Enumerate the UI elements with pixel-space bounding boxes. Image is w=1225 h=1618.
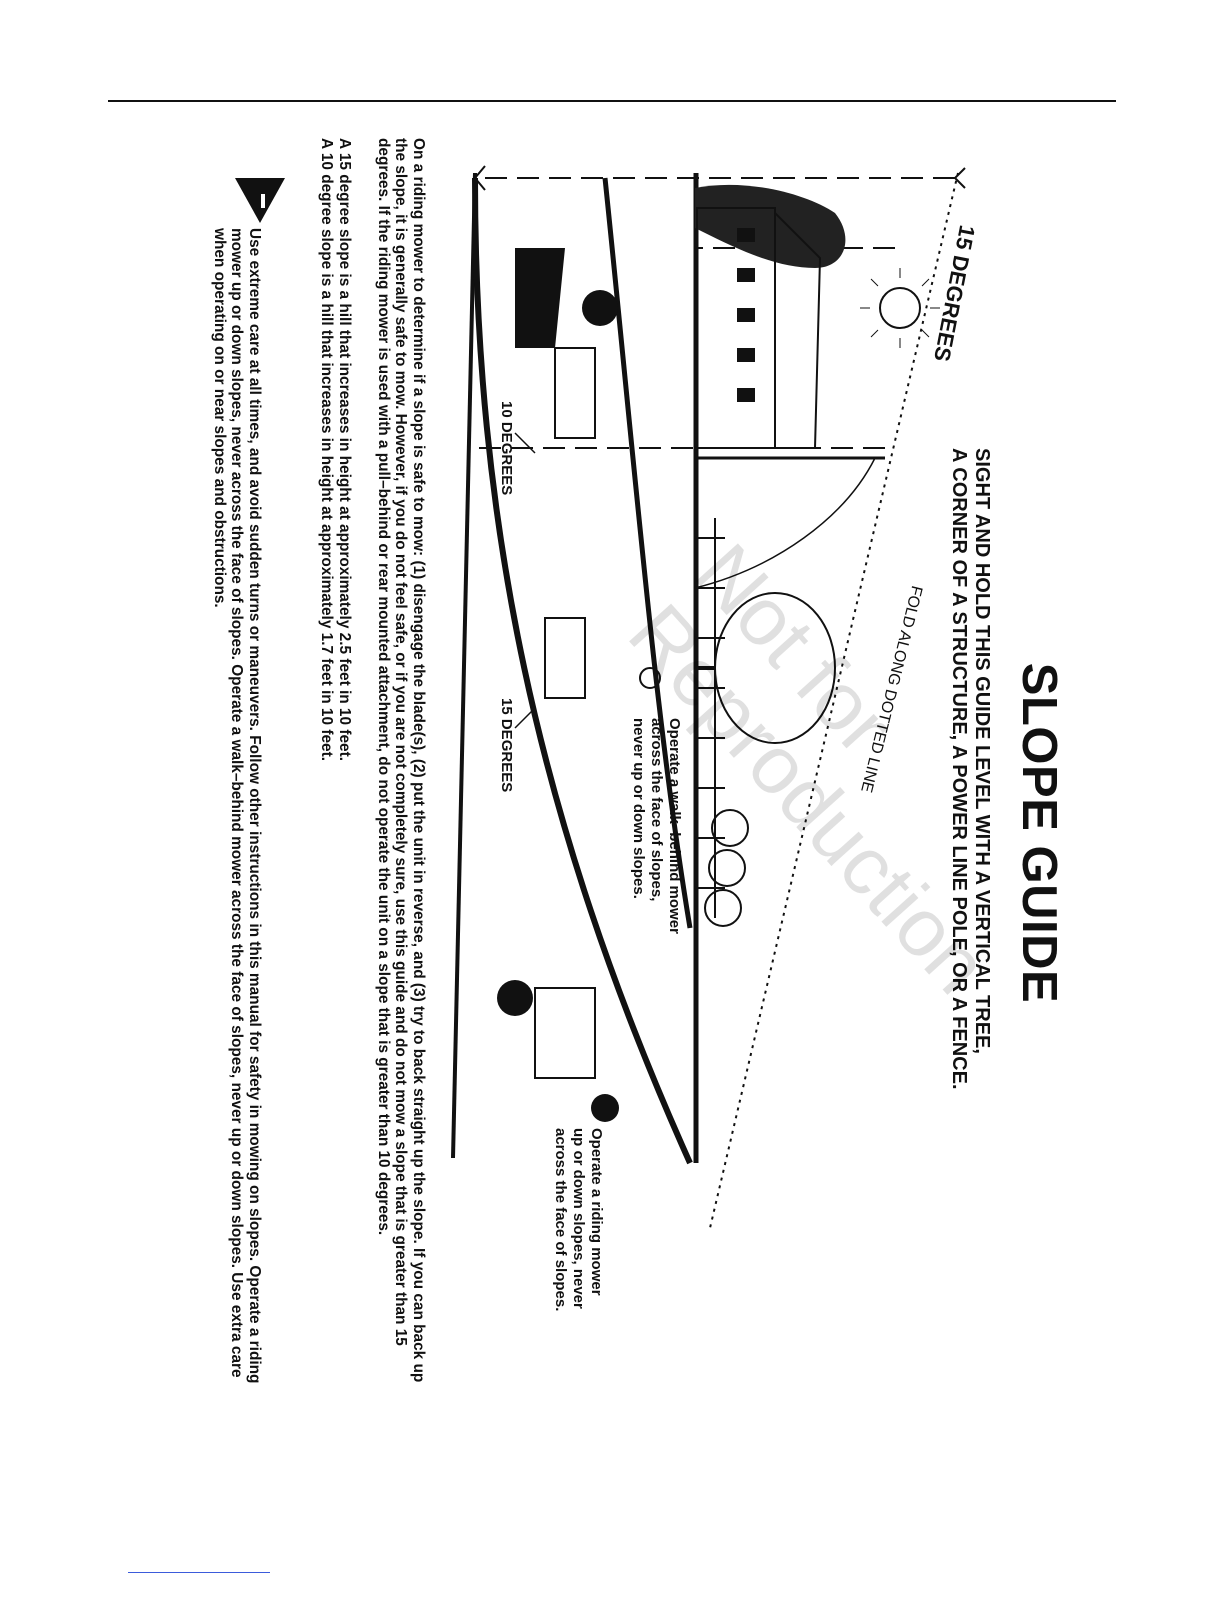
slope-15-definition: A 15 degree slope is a hill that increas… [336, 138, 353, 761]
ride-note-line-3: across the face of slopes. [552, 1128, 569, 1312]
warning-mark [261, 194, 265, 208]
arrow-top [953, 167, 966, 189]
arrow-10 [514, 432, 536, 454]
walk-note-line-1: Operate a walk–behind mower [666, 718, 683, 934]
slope-illustration [235, 165, 966, 1229]
riding-wheel [497, 980, 533, 1016]
arrow-15 [514, 707, 536, 729]
bush-3 [704, 889, 742, 927]
arrow-bottom [473, 165, 486, 191]
top-rule [108, 100, 1116, 102]
degrees-10-label: 10 DEGREES [498, 401, 515, 496]
degrees-15-label: 15 DEGREES [498, 698, 515, 793]
left-tree [695, 184, 846, 268]
ride-note-line-2: up or down slopes, never [570, 1128, 587, 1309]
sun-icon [879, 287, 921, 329]
house-roof [774, 212, 822, 449]
walk-note-line-2: across the face of slopes, [648, 718, 665, 902]
warning-triangle-icon [235, 178, 285, 223]
bush-1 [711, 809, 749, 847]
bush-2 [708, 849, 746, 887]
person-legs [515, 248, 565, 348]
walk-behind-note: Operate a walk–behind mower across the f… [629, 718, 683, 934]
house-body [696, 207, 776, 449]
slope-10-definition: A 10 degree slope is a hill that increas… [318, 138, 335, 761]
subtitle-line-1: SIGHT AND HOLD THIS GUIDE LEVEL WITH A V… [971, 448, 993, 1054]
instructions-paragraph: On a riding mower to determine if a slop… [375, 138, 427, 1383]
walk-mower [544, 617, 586, 699]
footer-link-underline [128, 1572, 270, 1573]
walker-head [639, 667, 661, 689]
power-wire [694, 457, 876, 589]
ride-note-line-1: Operate a riding mower [588, 1128, 605, 1296]
slope-guide-page: SLOPE GUIDE SIGHT AND HOLD THIS GUIDE LE… [195, 118, 1075, 1618]
ground-line [451, 172, 477, 1159]
sun-rays [860, 268, 940, 348]
slope-10 [602, 177, 693, 929]
rider-head [591, 1094, 619, 1122]
slope-15 [472, 177, 693, 1165]
riding-mower [534, 987, 596, 1079]
warning-text: Use extreme care at all times, and avoid… [211, 228, 263, 1384]
walk-note-line-3: never up or down slopes. [630, 718, 647, 899]
held-guide-card [554, 347, 596, 439]
riding-mower-note: Operate a riding mower up or down slopes… [551, 1128, 605, 1311]
house-windows [737, 228, 755, 402]
fence-posts [695, 537, 725, 889]
person-head [582, 290, 618, 326]
